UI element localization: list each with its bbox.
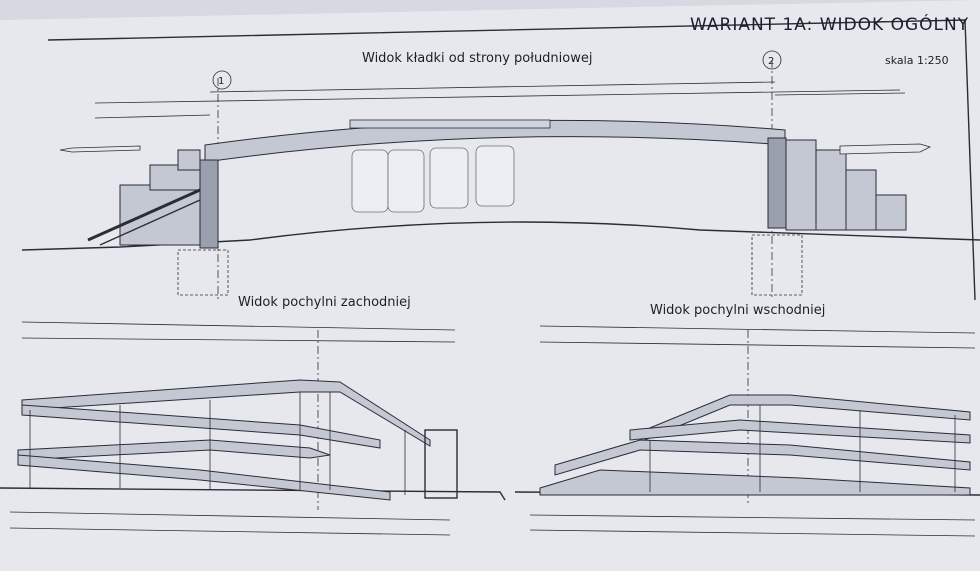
sheet-title: WARIANT 1A: WIDOK OGÓLNY	[690, 13, 969, 35]
east-ramp-ground	[539, 469, 971, 496]
west-dimension-bottom-2	[9, 527, 451, 536]
axis-marker-2	[762, 50, 782, 70]
east-ramp-view: Widok pochylni wschodniej	[514, 303, 980, 537]
sheet-scale: skala 1:250	[885, 54, 949, 67]
stair-tower-west	[87, 149, 201, 246]
west-ramp-columns	[29, 392, 406, 495]
west-ground-line	[0, 487, 506, 501]
axis-label-2: 2	[768, 56, 774, 67]
direction-arrow-right	[839, 143, 932, 155]
dimension-line-stair-left	[94, 114, 211, 119]
pier-west	[199, 159, 219, 249]
east-dimension-bottom-2	[529, 529, 976, 537]
dimension-line-span	[209, 81, 776, 93]
south-view-title: Widok kładki od strony południowej	[362, 51, 592, 66]
dimension-line-top	[94, 89, 901, 104]
west-dimension-top-1	[21, 321, 456, 331]
sheet-border	[47, 19, 976, 301]
east-ramp-level-1	[554, 439, 971, 476]
east-view-title: Widok pochylni wschodniej	[650, 303, 825, 318]
direction-arrow-left	[59, 145, 141, 153]
west-dimension-bottom-1	[9, 511, 451, 521]
east-dimension-bottom-1	[529, 514, 976, 521]
east-ramp-level-2	[629, 419, 971, 444]
west-ramp-end-tower	[424, 429, 458, 499]
dimension-line-stair-right	[774, 92, 906, 96]
pier-east	[767, 137, 787, 229]
ground-line	[21, 221, 980, 251]
axis-label-1: 1	[218, 76, 224, 87]
vehicles-under-bridge	[351, 145, 515, 213]
west-ramp-ground	[17, 454, 391, 501]
foundation-west	[177, 249, 229, 296]
east-dimension-top-2	[539, 341, 976, 349]
stair-tower-east	[785, 139, 907, 231]
deck-railing	[349, 119, 551, 129]
south-elevation-view: Widok kładki od strony południowej 1 2	[21, 50, 980, 300]
foundation-east	[751, 234, 803, 296]
axis-marker-1	[212, 70, 232, 90]
east-dimension-top-1	[539, 325, 976, 334]
west-dimension-top-2	[21, 337, 456, 343]
west-ramp-view: Widok pochylni zachodniej	[0, 295, 506, 536]
west-view-title: Widok pochylni zachodniej	[238, 295, 411, 310]
west-ramp-level-3	[21, 379, 431, 447]
east-ramp-columns	[649, 405, 956, 492]
